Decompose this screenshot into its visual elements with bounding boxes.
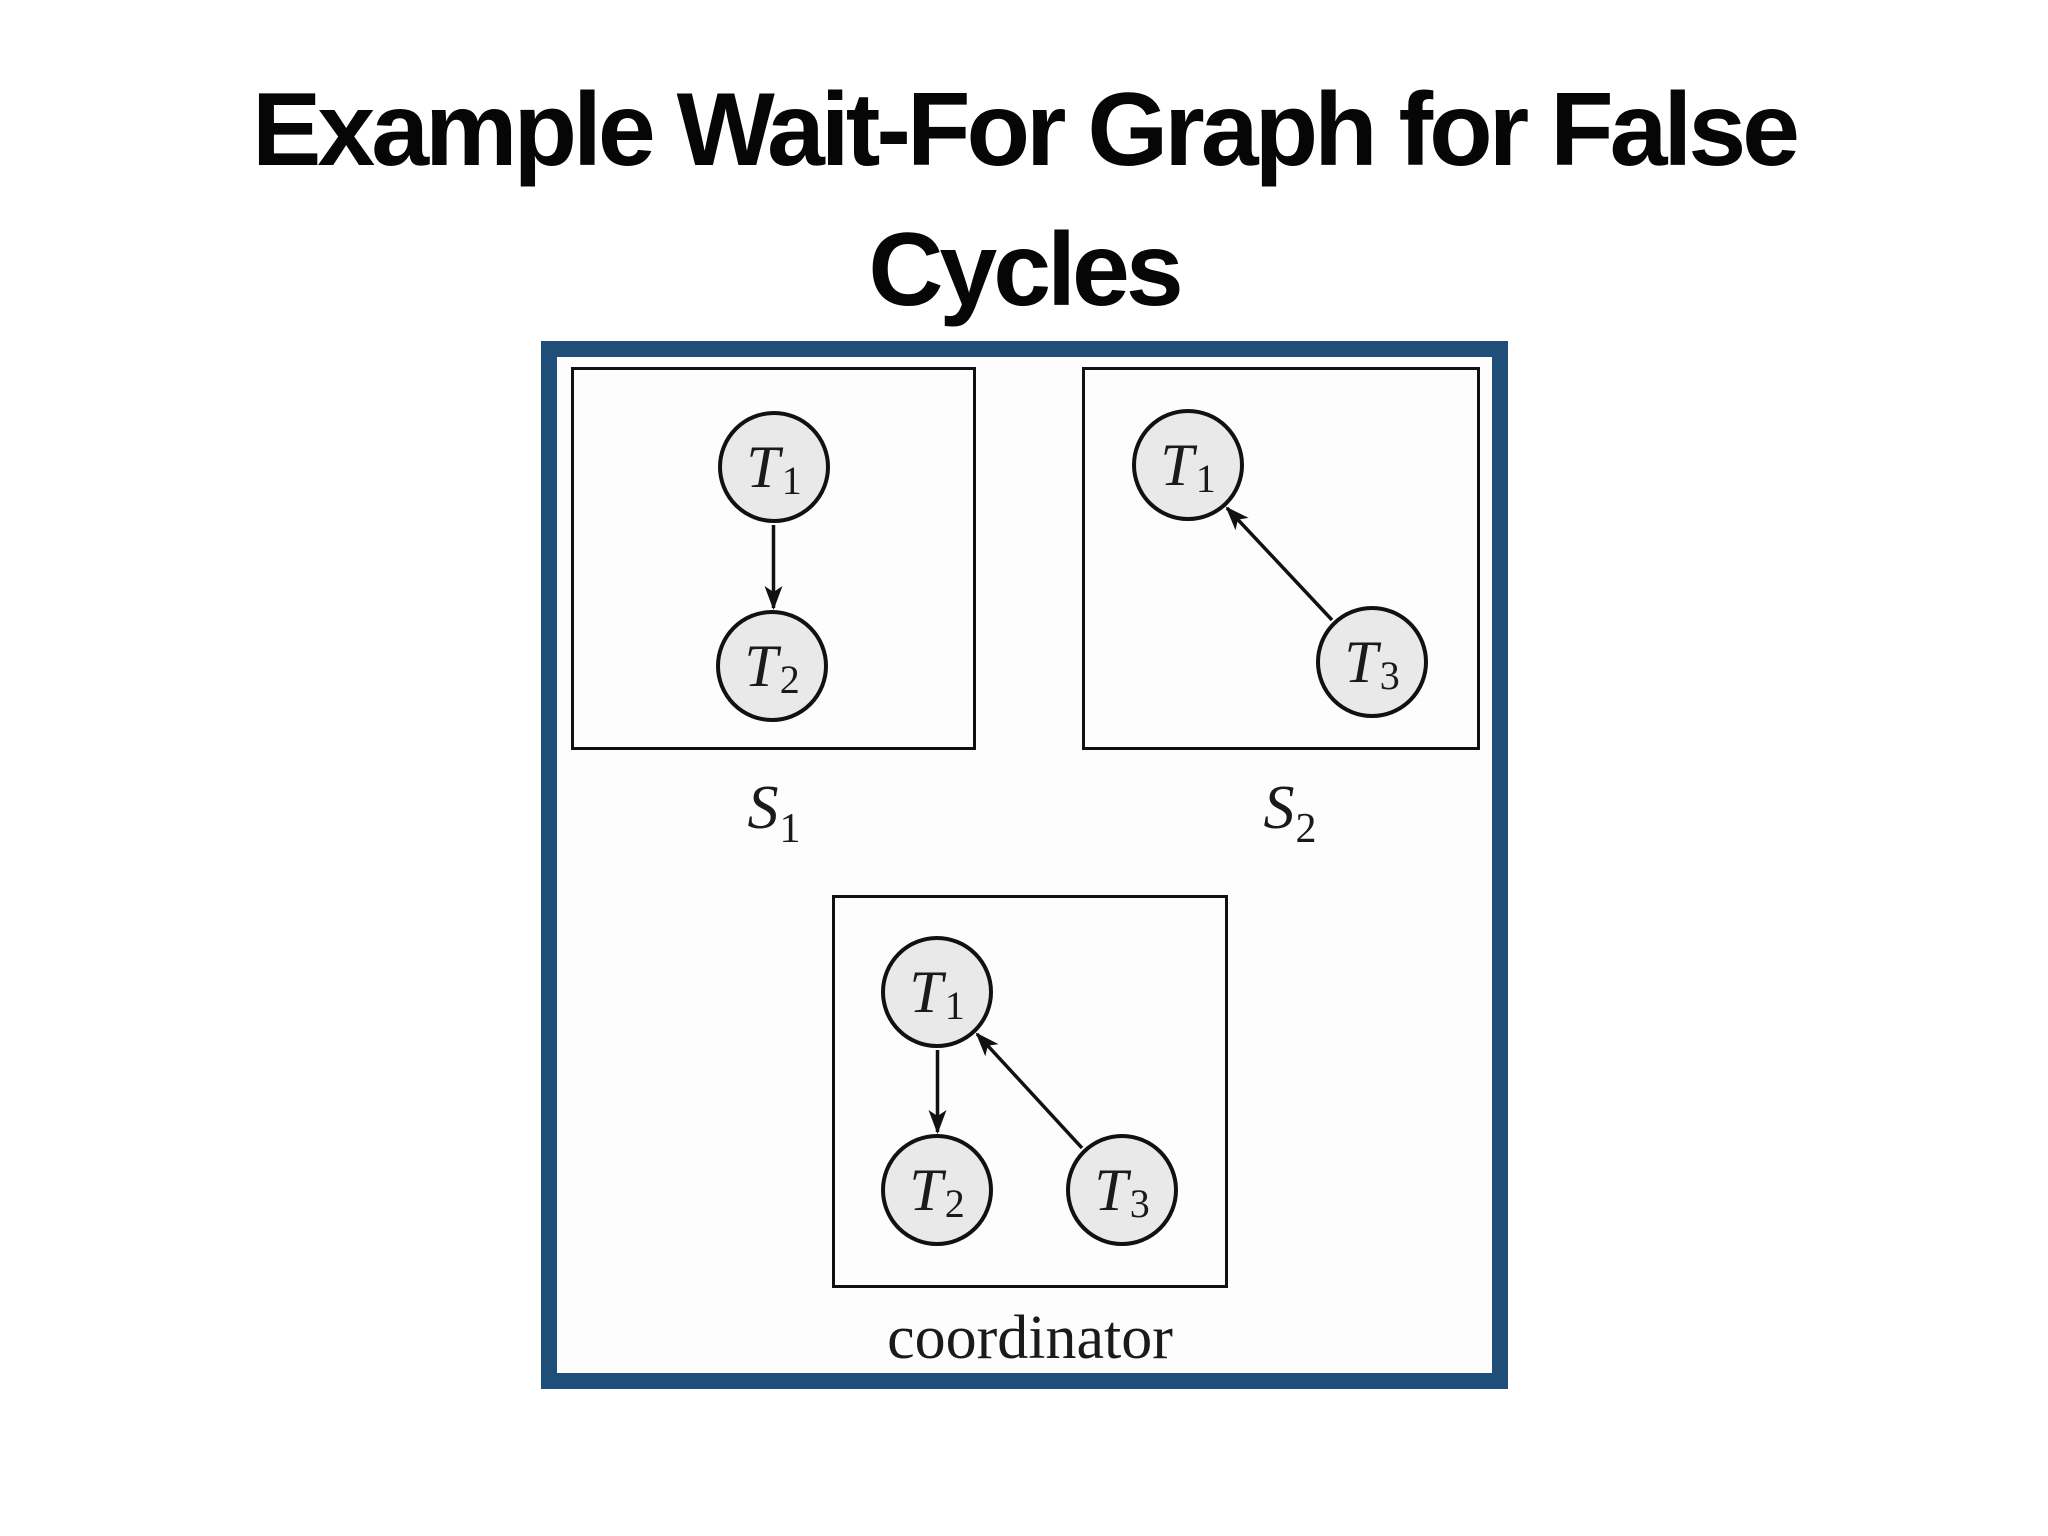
panel-site1 — [571, 367, 976, 750]
label-site2-sub: 2 — [1295, 806, 1317, 852]
node-label-sub: 3 — [1129, 1181, 1150, 1226]
label-site2-main: S — [1263, 774, 1295, 842]
node-label-sub: 1 — [944, 983, 965, 1028]
panel-coordinator — [832, 895, 1228, 1288]
node-label: T — [1160, 432, 1194, 498]
slide-title: Example Wait-For Graph for False Cycles — [0, 60, 2048, 340]
slide-title-line1: Example Wait-For Graph for False — [251, 72, 1800, 188]
node-label: T — [744, 633, 778, 699]
node-label-sub: 2 — [944, 1181, 965, 1226]
node-label-sub: 3 — [1379, 653, 1400, 698]
slide-title-line2: Cycles — [868, 212, 1183, 328]
node-label: T — [746, 434, 780, 500]
label-site1-main: S — [747, 774, 779, 842]
node-label-sub: 1 — [1195, 456, 1216, 501]
label-site1-sub: 1 — [779, 806, 801, 852]
label-coordinator: coordinator — [887, 1304, 1173, 1372]
label-site2: S2 — [1264, 777, 1317, 850]
panel-site2 — [1082, 367, 1480, 750]
node-label: T — [1094, 1157, 1128, 1223]
node-label: T — [1344, 629, 1378, 695]
node-label: T — [909, 1157, 943, 1223]
node-label-sub: 1 — [781, 458, 802, 503]
node-label-sub: 2 — [779, 657, 800, 702]
label-site1: S1 — [748, 777, 801, 850]
node-label: T — [909, 959, 943, 1025]
